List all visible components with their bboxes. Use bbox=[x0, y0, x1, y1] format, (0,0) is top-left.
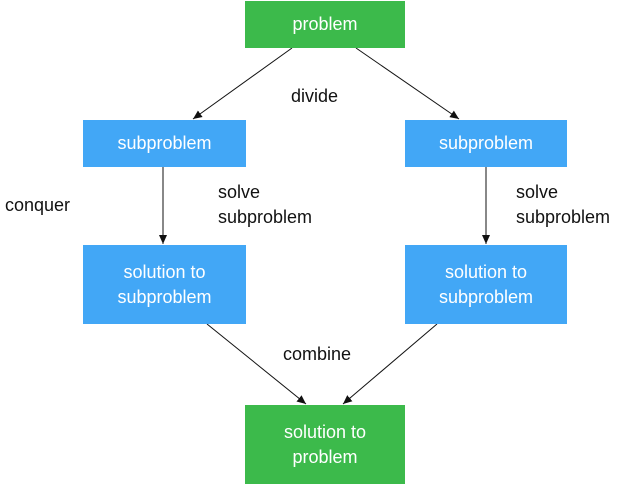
solution-left-line-2: subproblem bbox=[117, 286, 212, 307]
subproblem-left-label: subproblem bbox=[117, 133, 212, 153]
arrow-problem-to-subproblem-right bbox=[355, 47, 460, 120]
problem-label: problem bbox=[292, 14, 358, 34]
divide-label: divide bbox=[291, 86, 339, 106]
arrow-problem-to-subproblem-left bbox=[192, 47, 293, 120]
solution-left-line-1: solution to bbox=[123, 261, 206, 282]
solve-right-label: solve subproblem bbox=[516, 180, 610, 230]
subproblem-right-label: subproblem bbox=[438, 133, 534, 153]
solution-left-box: solution to subproblem bbox=[83, 245, 246, 324]
subproblem-left-box: subproblem bbox=[83, 120, 246, 167]
problem-box: problem bbox=[245, 1, 405, 48]
subproblem-right-box: subproblem bbox=[405, 120, 567, 167]
combine-label: combine bbox=[283, 344, 352, 364]
conquer-label: conquer bbox=[5, 195, 71, 215]
solve-right-line-1: solve bbox=[516, 182, 559, 202]
solution-right-line-1: solution to bbox=[444, 261, 528, 282]
final-solution-line-1: solution to bbox=[283, 421, 367, 442]
solve-left-line-1: solve bbox=[218, 182, 261, 202]
final-solution-line-2: problem bbox=[292, 446, 358, 467]
final-solution-box: solution to problem bbox=[245, 405, 405, 484]
arrow-solution-right-to-final bbox=[342, 323, 438, 405]
solve-left-label: solve subproblem bbox=[218, 180, 312, 230]
solve-left-line-2: subproblem bbox=[218, 207, 313, 227]
solution-right-line-2: subproblem bbox=[438, 286, 534, 307]
solution-right-box: solution to subproblem bbox=[405, 245, 567, 324]
solve-right-line-2: subproblem bbox=[516, 207, 611, 227]
